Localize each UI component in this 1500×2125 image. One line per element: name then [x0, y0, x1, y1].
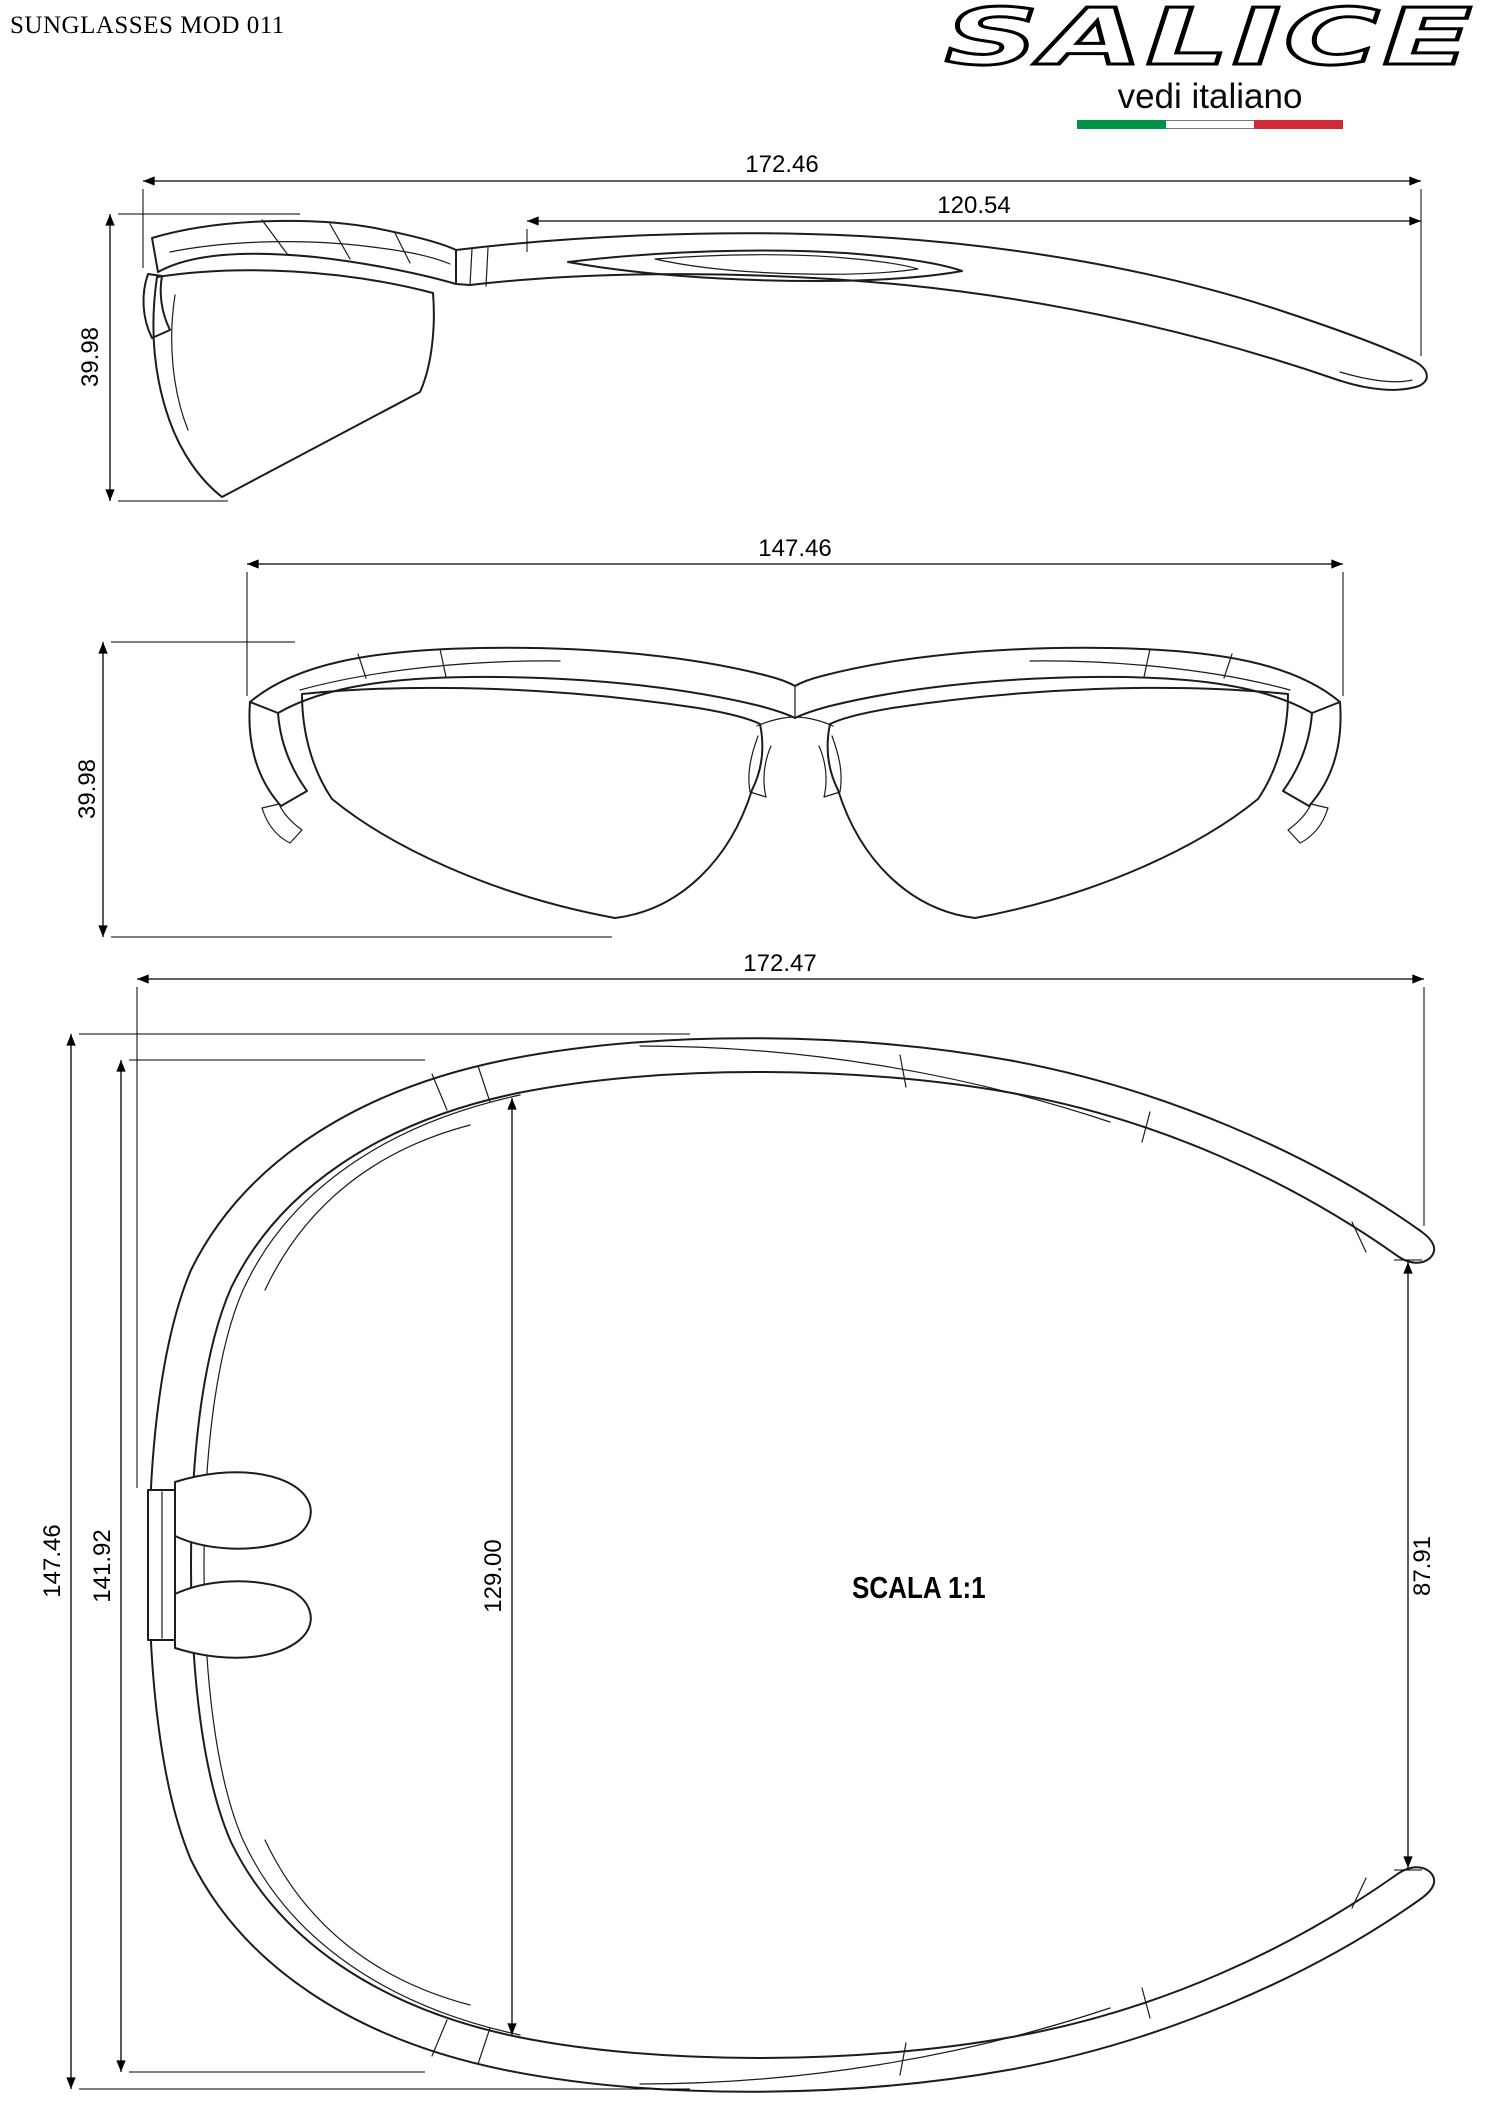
- ext-front-height: [111, 641, 612, 938]
- brand-logo-canvas: SALICE: [944, 0, 1475, 85]
- italian-flag-bar: [1077, 120, 1344, 129]
- dim-top-frame-width-outer: 147.46: [39, 1524, 66, 1597]
- dim-front-overall-width: 147.46: [758, 535, 831, 562]
- front-browbar-inner-lines: [299, 648, 1291, 691]
- flag-red-segment: [1254, 120, 1344, 129]
- front-endpiece-left: [248, 701, 308, 807]
- side-browbar-panel-lines: [261, 219, 411, 264]
- side-temple: [455, 232, 1428, 391]
- dim-side-overall-length: 172.46: [745, 151, 818, 178]
- front-temple-tab-left: [261, 803, 303, 844]
- side-temple-tip-line: [1339, 371, 1413, 383]
- ext-side-height: [118, 213, 300, 502]
- top-view: [147, 1037, 1436, 2093]
- dim-top-frame-width-inner: 141.92: [89, 1529, 116, 1602]
- side-lens: [152, 269, 435, 498]
- brand-logo: SALICE vedi italiano: [930, 0, 1490, 129]
- front-temple-tab-right: [1287, 803, 1329, 844]
- ext-top-tip-gap: [1394, 1259, 1422, 1871]
- dim-side-temple-length: 120.54: [937, 192, 1010, 219]
- page-title: SUNGLASSES MOD 011: [10, 12, 285, 39]
- top-lens-arc-inner: [264, 1124, 471, 2006]
- ext-side-overall: [142, 189, 1422, 356]
- ext-top-inner-width: [129, 1059, 425, 2073]
- scale-label: SCALA 1:1: [852, 1570, 986, 1605]
- flag-green-segment: [1077, 120, 1166, 129]
- top-temple-ticks: [899, 1054, 1367, 2076]
- dim-top-overall-length: 172.47: [743, 950, 816, 977]
- brand-logo-text: SALICE: [945, 4, 1475, 76]
- front-lens-left: [301, 686, 764, 919]
- ext-front-width: [246, 572, 1344, 696]
- front-view: [248, 646, 1342, 919]
- side-view-dimensions: 172.46 120.54 39.98: [77, 151, 1422, 502]
- flag-white-segment: [1165, 120, 1255, 129]
- top-hinge-lines: [431, 1065, 491, 2065]
- side-browbar-detail: [169, 241, 451, 265]
- side-hinge-lines: [469, 247, 489, 287]
- ext-top-outer-width: [79, 1033, 690, 2090]
- side-view: [142, 219, 1428, 498]
- top-temple-mid-lines: [639, 1045, 1111, 2085]
- top-lens-arc-outer: [203, 1094, 521, 2036]
- front-browbar-bottom: [277, 675, 1313, 719]
- front-endpiece-right: [1282, 701, 1342, 807]
- top-nose-pad-upper: [174, 1471, 312, 1550]
- top-nose-pad-lower: [174, 1580, 312, 1659]
- ext-top-overall: [136, 987, 1425, 1488]
- top-frame-outline: [148, 1037, 1436, 2093]
- brand-tagline: vedi italiano: [1117, 77, 1303, 116]
- front-lens-right: [826, 686, 1289, 919]
- side-nose-pad: [142, 273, 171, 339]
- side-lens-highlight: [171, 294, 189, 431]
- front-view-dimensions: 147.46 39.98: [74, 535, 1344, 938]
- side-temple-slot-inner: [654, 254, 919, 275]
- dim-top-temple-tip-gap: 87.91: [1409, 1536, 1436, 1596]
- top-view-dimensions: 172.47 147.46 141.92 129.00 87.91: [39, 950, 1436, 2090]
- dim-top-lens-span: 129.00: [480, 1539, 507, 1612]
- front-bridge: [748, 685, 842, 798]
- side-temple-slot: [567, 249, 963, 282]
- dim-front-lens-height: 39.98: [74, 759, 101, 819]
- dim-side-lens-height: 39.98: [77, 327, 104, 387]
